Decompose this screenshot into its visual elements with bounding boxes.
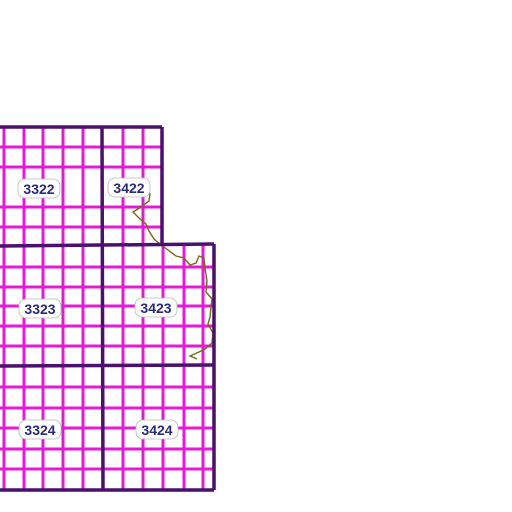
boundary-line [131, 189, 214, 360]
tile-label-3422[interactable]: 3422 [107, 177, 151, 198]
tile-label-3423[interactable]: 3423 [134, 297, 178, 318]
tile-label-3323[interactable]: 3323 [18, 298, 62, 319]
tile-border [0, 363, 215, 368]
tile-label-text: 3424 [141, 422, 172, 438]
tile-label-text: 3322 [23, 181, 54, 197]
tile-label-text: 3423 [140, 300, 171, 316]
tile-label-text: 3323 [24, 301, 55, 317]
tile-borders [0, 125, 216, 492]
tile-label-3324[interactable]: 3324 [18, 419, 62, 440]
tile-label-text: 3422 [113, 180, 144, 196]
tile-label-3322[interactable]: 3322 [17, 178, 61, 199]
tile-border [100, 126, 105, 491]
tile-label-3424[interactable]: 3424 [135, 419, 179, 440]
tile-label-text: 3324 [24, 422, 55, 438]
tile-border [0, 242, 215, 248]
